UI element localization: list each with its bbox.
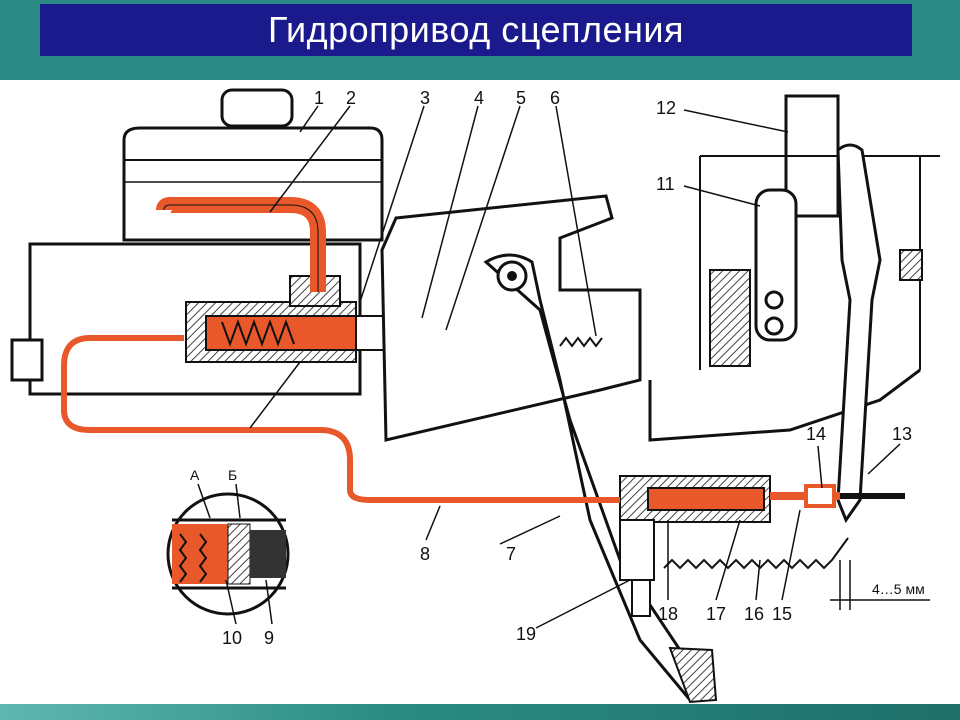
label-19: 19 [516,624,536,644]
page-title: Гидропривод сцепления [268,9,684,50]
label-5: 5 [516,88,526,108]
slave-cylinder [619,475,905,617]
label-1: 1 [314,88,324,108]
label-12: 12 [656,98,676,118]
label-2: 2 [346,88,356,108]
master-cylinder [10,242,437,396]
label-11: 11 [656,174,675,194]
detail-inset [166,492,290,616]
label-b: Б [228,467,237,483]
label-15: 15 [772,604,792,624]
leader-lines [197,105,930,629]
label-13: 13 [892,424,912,444]
label-14: 14 [806,424,826,444]
label-8: 8 [420,544,430,564]
label-6: 6 [550,88,560,108]
slave-return-spring [663,537,849,570]
fluid-reservoir [122,88,384,242]
label-7: 7 [506,544,516,564]
footer-band [0,704,960,720]
title-banner: Гидропривод сцепления [40,4,912,56]
label-a: А [190,467,200,483]
label-16: 16 [744,604,764,624]
return-spring [559,336,603,348]
label-9: 9 [264,628,274,648]
body-frame [648,94,940,442]
label-3: 3 [420,88,430,108]
label-17: 17 [706,604,726,624]
label-10: 10 [222,628,242,648]
pedal-bracket [380,194,642,442]
label-18: 18 [658,604,678,624]
hydraulic-pipe [61,335,620,503]
clutch-pedal [483,253,718,704]
release-fork [836,143,882,524]
gap-dimension-label: 4…5 мм [872,581,925,597]
label-4: 4 [474,88,484,108]
